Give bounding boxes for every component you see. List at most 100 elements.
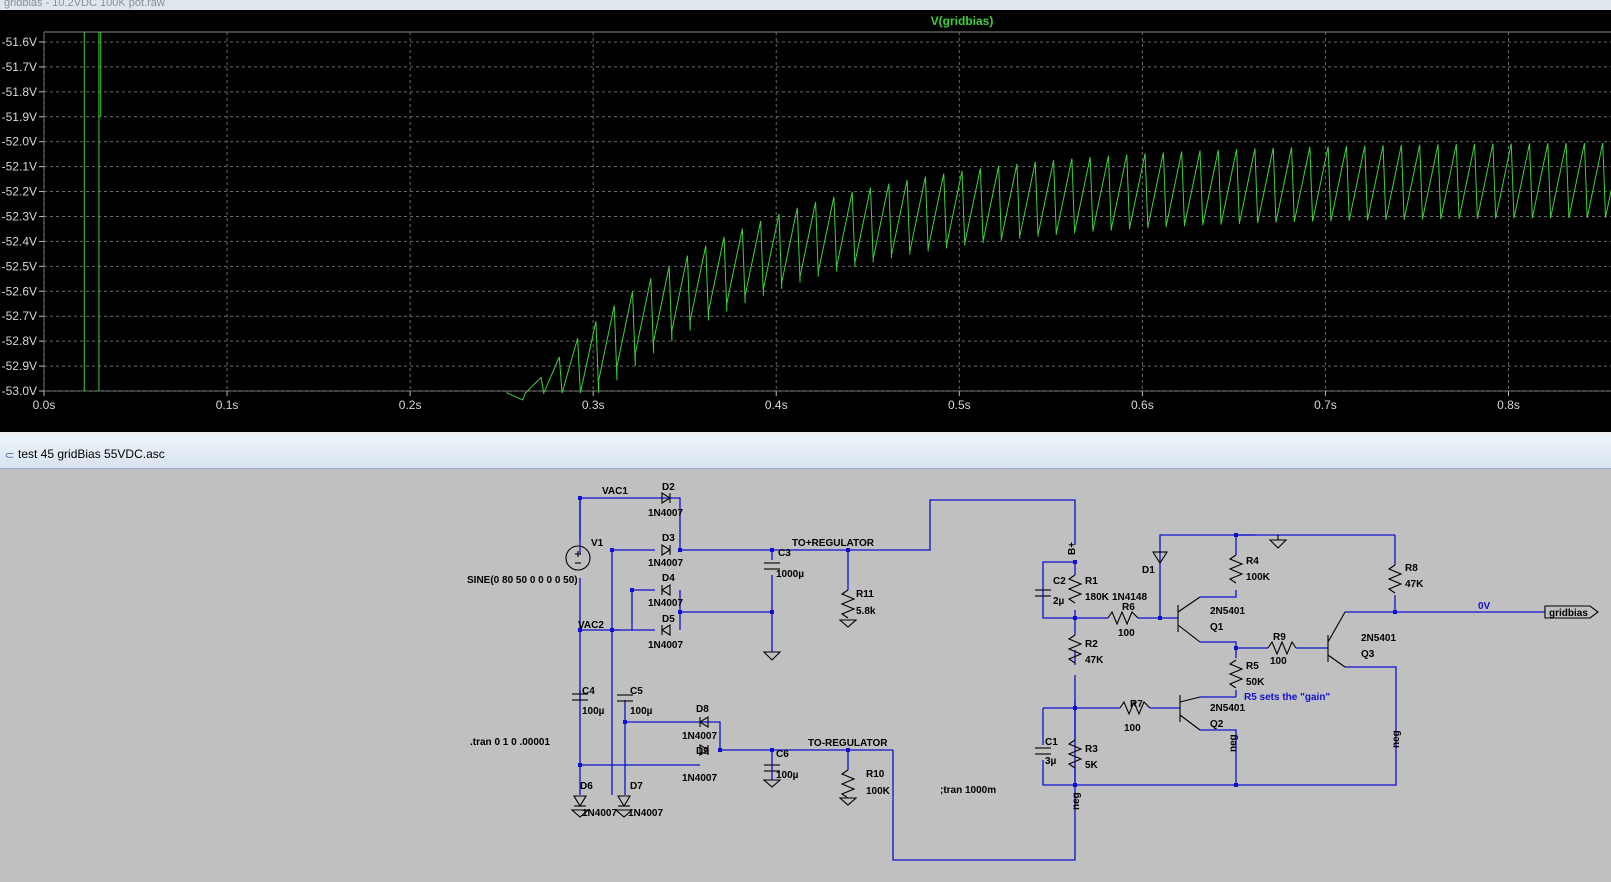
trace-label[interactable]: V(gridbias) <box>931 14 994 28</box>
label-d8: D8 <box>696 704 709 715</box>
label-r1-value: 180K <box>1085 592 1110 603</box>
y-tick-label: -52.6V <box>2 284 37 298</box>
label-d6: D6 <box>580 781 593 792</box>
waveform-plot[interactable]: -51.6V-51.7V-51.8V-51.9V-52.0V-52.1V-52.… <box>0 10 1611 432</box>
label-c2: C2 <box>1053 576 1066 587</box>
label-r6: R6 <box>1122 602 1135 613</box>
y-tick-label: -52.4V <box>2 234 37 248</box>
label-c6-value: 100µ <box>776 770 799 781</box>
y-tick-label: -53.0V <box>2 384 37 398</box>
label-d9: D9 <box>696 746 709 757</box>
label-c4-value: 100µ <box>582 706 605 717</box>
waveform-window-titlebar[interactable]: gridbias - 10.2VDC 100K pot.raw <box>0 0 1611 10</box>
net-voltage-label: 0V <box>1478 601 1491 612</box>
schematic-canvas[interactable]: VAC1 VAC2 V1 SINE(0 80 50 0 0 0 0 50) D2… <box>0 469 1611 877</box>
x-tick-label: 0.0s <box>33 398 56 412</box>
label-r8-value: 47K <box>1405 579 1424 590</box>
label-d1: D1 <box>1142 565 1155 576</box>
schematic-window-titlebar[interactable]: ⸦ test 45 gridBias 55VDC.asc <box>0 437 1611 469</box>
label-r9: R9 <box>1273 632 1286 643</box>
label-d1-type: 1N4148 <box>1112 592 1147 603</box>
label-r7-value: 100 <box>1124 723 1141 734</box>
label-d3-type: 1N4007 <box>648 558 683 569</box>
label-r3: R3 <box>1085 744 1098 755</box>
label-c1: C1 <box>1045 737 1058 748</box>
label-q3: Q3 <box>1361 649 1375 660</box>
label-q2: Q2 <box>1210 719 1224 730</box>
label-r2: R2 <box>1085 639 1098 650</box>
pane-divider[interactable] <box>0 432 1611 437</box>
net-label-to-neg-regulator: TO-REGULATOR <box>808 738 888 749</box>
x-tick-label: 0.7s <box>1314 398 1337 412</box>
x-tick-label: 0.2s <box>399 398 422 412</box>
schematic-editor[interactable]: VAC1 VAC2 V1 SINE(0 80 50 0 0 0 0 50) D2… <box>0 469 1611 877</box>
label-q1: Q1 <box>1210 622 1224 633</box>
y-tick-label: -51.7V <box>2 60 37 74</box>
net-label-neg-1: neg <box>1071 792 1082 810</box>
label-d4-type: 1N4007 <box>648 598 683 609</box>
label-c1-value: 3µ <box>1045 756 1057 767</box>
port-label-gridbias[interactable]: gridbias <box>1549 608 1588 619</box>
label-r11-value: 5.8k <box>856 606 876 617</box>
y-axis-ticks: -51.6V-51.7V-51.8V-51.9V-52.0V-52.1V-52.… <box>2 35 44 398</box>
waveform-window-title: gridbias - 10.2VDC 100K pot.raw <box>4 0 165 9</box>
net-label-vac1: VAC1 <box>602 486 628 497</box>
label-d7: D7 <box>630 781 643 792</box>
label-r10-value: 100K <box>866 786 891 797</box>
label-c3: C3 <box>778 548 791 559</box>
y-tick-label: -51.8V <box>2 85 37 99</box>
label-r5-value: 50K <box>1246 677 1265 688</box>
port-flag-icon <box>1544 605 1599 619</box>
directive-tran-commented[interactable]: ;tran 1000m <box>940 785 996 796</box>
y-tick-label: -52.9V <box>2 359 37 373</box>
label-d4: D4 <box>662 573 675 584</box>
label-d7-type: 1N4007 <box>628 808 663 819</box>
net-label-to-pos-regulator: TO+REGULATOR <box>792 538 875 549</box>
waveform-viewer[interactable]: -51.6V-51.7V-51.8V-51.9V-52.0V-52.1V-52.… <box>0 10 1611 432</box>
net-label-bplus: B+ <box>1067 542 1078 555</box>
label-r2-value: 47K <box>1085 655 1104 666</box>
junction-dots <box>578 496 1397 787</box>
label-c6: C6 <box>776 749 789 760</box>
plot-grid <box>43 31 1611 392</box>
label-d9-type: 1N4007 <box>682 773 717 784</box>
label-r9-value: 100 <box>1270 656 1287 667</box>
ground-icon <box>570 535 1288 818</box>
label-r4-value: 100K <box>1246 572 1271 583</box>
label-d8-type: 1N4007 <box>682 731 717 742</box>
comment-r5-gain[interactable]: R5 sets the "gain" <box>1244 692 1330 703</box>
x-tick-label: 0.6s <box>1131 398 1154 412</box>
x-tick-label: 0.8s <box>1497 398 1520 412</box>
label-r4: R4 <box>1246 556 1259 567</box>
directive-tran[interactable]: .tran 0 1 0 .00001 <box>470 737 550 748</box>
label-r1: R1 <box>1085 576 1098 587</box>
y-tick-label: -52.0V <box>2 135 37 149</box>
label-d5: D5 <box>662 614 675 625</box>
label-c5-value: 100µ <box>630 706 653 717</box>
y-tick-label: -52.8V <box>2 334 37 348</box>
net-label-neg-3: neg <box>1391 730 1402 748</box>
y-tick-label: -52.3V <box>2 209 37 223</box>
label-r11: R11 <box>856 589 874 600</box>
net-label-neg-2: neg <box>1228 734 1239 752</box>
diode-icon <box>573 492 1169 808</box>
label-c2-value: 2µ <box>1053 596 1065 607</box>
label-c4: C4 <box>582 686 595 697</box>
label-c3-value: 1000µ <box>776 569 804 580</box>
trace-startup-spike <box>83 32 102 391</box>
schematic-wires <box>579 497 1545 861</box>
y-tick-label: -51.9V <box>2 110 37 124</box>
capacitor-icon <box>572 562 1051 772</box>
y-tick-label: -52.2V <box>2 185 37 199</box>
label-r10: R10 <box>866 769 885 780</box>
y-tick-label: -52.1V <box>2 160 37 174</box>
label-q1-type: 2N5401 <box>1210 606 1245 617</box>
schematic-components <box>565 492 1599 818</box>
x-tick-label: 0.3s <box>582 398 605 412</box>
resistor-icon <box>840 554 1403 799</box>
label-d2-type: 1N4007 <box>648 508 683 519</box>
label-r8: R8 <box>1405 563 1418 574</box>
net-label-vac2: VAC2 <box>578 620 604 631</box>
transistor-icon <box>1177 596 1346 731</box>
